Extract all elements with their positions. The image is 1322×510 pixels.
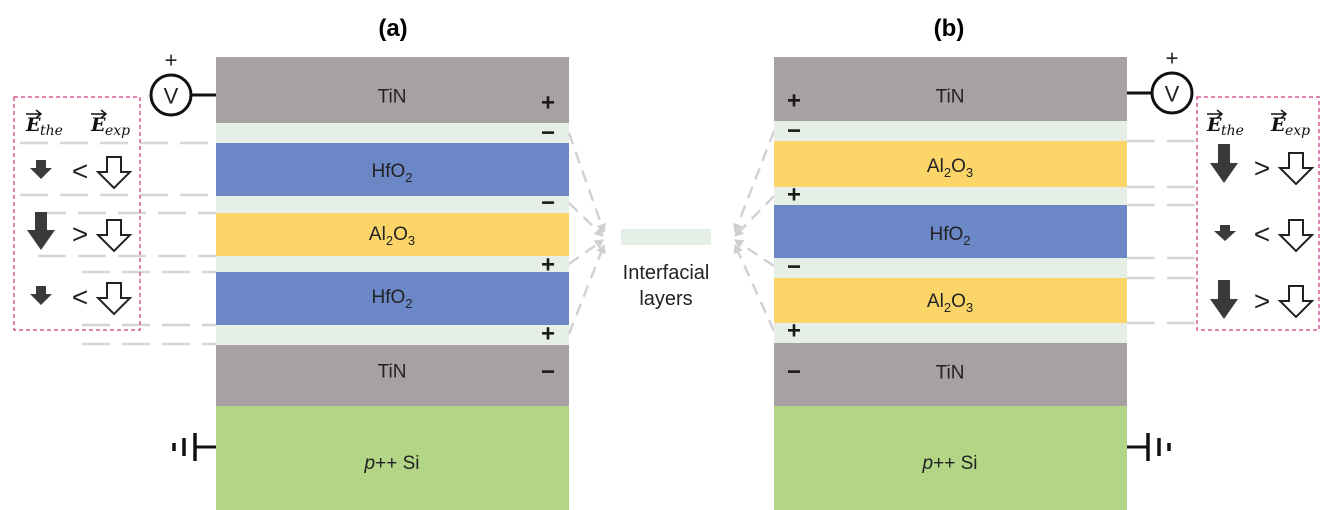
panel-b-interfacial-layer-3 — [774, 258, 1127, 278]
svg-text:exp: exp — [1285, 123, 1310, 139]
panel-b-al2o3-label-2: Al2O3 — [927, 291, 973, 315]
panel-b-al2o3-layer-1 — [774, 141, 1127, 187]
panel-a-e-the-label: E the — [25, 109, 63, 139]
panel-a-charge-6: − — [541, 359, 555, 386]
svg-text:exp: exp — [105, 123, 130, 139]
panel-b-comparison-2: < — [1254, 219, 1270, 250]
panel-a-charge-4: + — [541, 252, 555, 279]
panel-a-hfo2-layer-1 — [216, 143, 569, 196]
panel-b-dashed-guides — [1127, 139, 1200, 325]
panel-b-si-substrate — [774, 406, 1127, 510]
panel-b-e-exp-label: E exp — [1270, 109, 1310, 139]
panel-a-label: (a) — [378, 15, 407, 42]
panel-b-e-the-arrow-3 — [1210, 280, 1238, 319]
panel-a-charge-5: + — [541, 321, 555, 348]
panel-b-top-tin-label: TiN — [936, 87, 965, 108]
interfacial-label-line1: Interfacial — [623, 262, 710, 284]
panel-b-charge-6: − — [787, 359, 801, 386]
panel-a-comparison-2: > — [72, 219, 88, 250]
panel-b-bottom-tin-label: TiN — [936, 363, 965, 384]
panel-a-e-exp-label: E exp — [90, 109, 130, 139]
panel-a-interfacial-layer-2 — [216, 196, 569, 213]
panel-a-e-exp-arrow-1 — [95, 156, 133, 190]
svg-text:E: E — [1206, 114, 1222, 136]
svg-text:the: the — [1221, 123, 1244, 139]
panel-b-voltage-source-polarity: + — [1166, 46, 1179, 71]
panel-b-charge-5: + — [787, 318, 801, 345]
panel-a-e-exp-arrow-3 — [95, 282, 133, 316]
panel-a-charge-1: + — [541, 90, 555, 117]
panel-b-label: (b) — [934, 15, 965, 42]
panel-b-interfacial-layer-2 — [774, 187, 1127, 205]
panel-a-dashed-guides — [20, 141, 216, 346]
panel-a-al2o3-label: Al2O3 — [369, 224, 415, 248]
panel-b-field-box — [1196, 96, 1320, 331]
panel-a-e-the-arrow-3 — [30, 286, 52, 305]
panel-b-top-tin-layer — [774, 57, 1127, 121]
panel-b-substrate-label: p++ Si — [922, 453, 978, 474]
panel-a: (a) TiN HfO2 Al2O3 HfO2 TiN p++ Si + − −… — [13, 15, 569, 510]
panel-a-hfo2-label-2: HfO2 — [371, 287, 412, 311]
panel-a-si-substrate — [216, 406, 569, 510]
panel-a-comparison-3: < — [72, 282, 88, 313]
interfacial-legend: Interfacial layers — [567, 130, 776, 335]
panel-a-substrate-label: p++ Si — [364, 453, 420, 474]
panel-b: (b) TiN Al2O3 HfO2 Al2O3 TiN p++ Si + − … — [774, 15, 1320, 510]
svg-text:E: E — [25, 114, 41, 136]
panel-a-charge-2: − — [541, 120, 555, 147]
svg-text:E: E — [90, 114, 106, 136]
interfacial-pointer-arrows — [567, 130, 776, 335]
panel-a-e-the-arrow-1 — [30, 160, 52, 179]
panel-a-e-exp-arrow-2 — [95, 219, 133, 253]
panel-b-interfacial-layer-4 — [774, 323, 1127, 343]
panel-b-hfo2-layer — [774, 205, 1127, 258]
panel-a-field-box — [13, 96, 141, 331]
panel-b-charge-3: + — [787, 182, 801, 209]
panel-a-interfacial-layer-4 — [216, 325, 569, 345]
panel-b-e-the-label: E the — [1206, 109, 1244, 139]
interfacial-label-line2: layers — [639, 288, 692, 310]
voltage-source-symbol: V — [164, 84, 179, 109]
panel-b-al2o3-layer-2 — [774, 278, 1127, 323]
panel-a-al2o3-layer — [216, 213, 569, 256]
panel-b-charge-2: − — [787, 118, 801, 145]
panel-b-e-the-arrow-1 — [1210, 144, 1238, 183]
panel-a-ground-icon — [172, 433, 216, 461]
panel-b-e-the-arrow-2 — [1214, 225, 1236, 241]
panel-a-comparison-1: < — [72, 156, 88, 187]
voltage-source-polarity: + — [165, 48, 178, 73]
panel-b-e-exp-arrow-3 — [1277, 285, 1315, 319]
panel-b-e-exp-arrow-1 — [1277, 152, 1315, 186]
panel-a-bottom-tin-label: TiN — [378, 362, 407, 383]
panel-a-charge-3: − — [541, 190, 555, 217]
panel-b-voltage-source-icon — [1150, 71, 1194, 115]
interfacial-swatch — [621, 229, 711, 245]
panel-a-hfo2-layer-2 — [216, 272, 569, 325]
panel-a-e-the-arrow-2 — [27, 212, 55, 250]
panel-b-hfo2-label: HfO2 — [929, 224, 970, 248]
svg-text:E: E — [1270, 114, 1286, 136]
panel-a-top-tin-label: TiN — [378, 87, 407, 108]
panel-b-comparison-3: > — [1254, 286, 1270, 317]
panel-a-interfacial-layer-1 — [216, 123, 569, 143]
svg-text:the: the — [40, 123, 63, 139]
panel-b-voltage-source-symbol: V — [1165, 82, 1180, 107]
panel-b-ground-icon — [1127, 433, 1171, 461]
panel-b-al2o3-label-1: Al2O3 — [927, 156, 973, 180]
panel-b-comparison-1: > — [1254, 153, 1270, 184]
panel-a-bottom-tin-layer — [216, 345, 569, 406]
panel-a-interfacial-layer-3 — [216, 256, 569, 272]
panel-a-top-tin-layer — [216, 57, 569, 123]
panel-b-charge-1: + — [787, 88, 801, 115]
panel-b-e-exp-arrow-2 — [1277, 219, 1315, 253]
panel-b-bottom-tin-layer — [774, 343, 1127, 406]
panel-a-hfo2-label-1: HfO2 — [371, 161, 412, 185]
panel-b-interfacial-layer-1 — [774, 121, 1127, 141]
panel-b-charge-4: − — [787, 254, 801, 281]
